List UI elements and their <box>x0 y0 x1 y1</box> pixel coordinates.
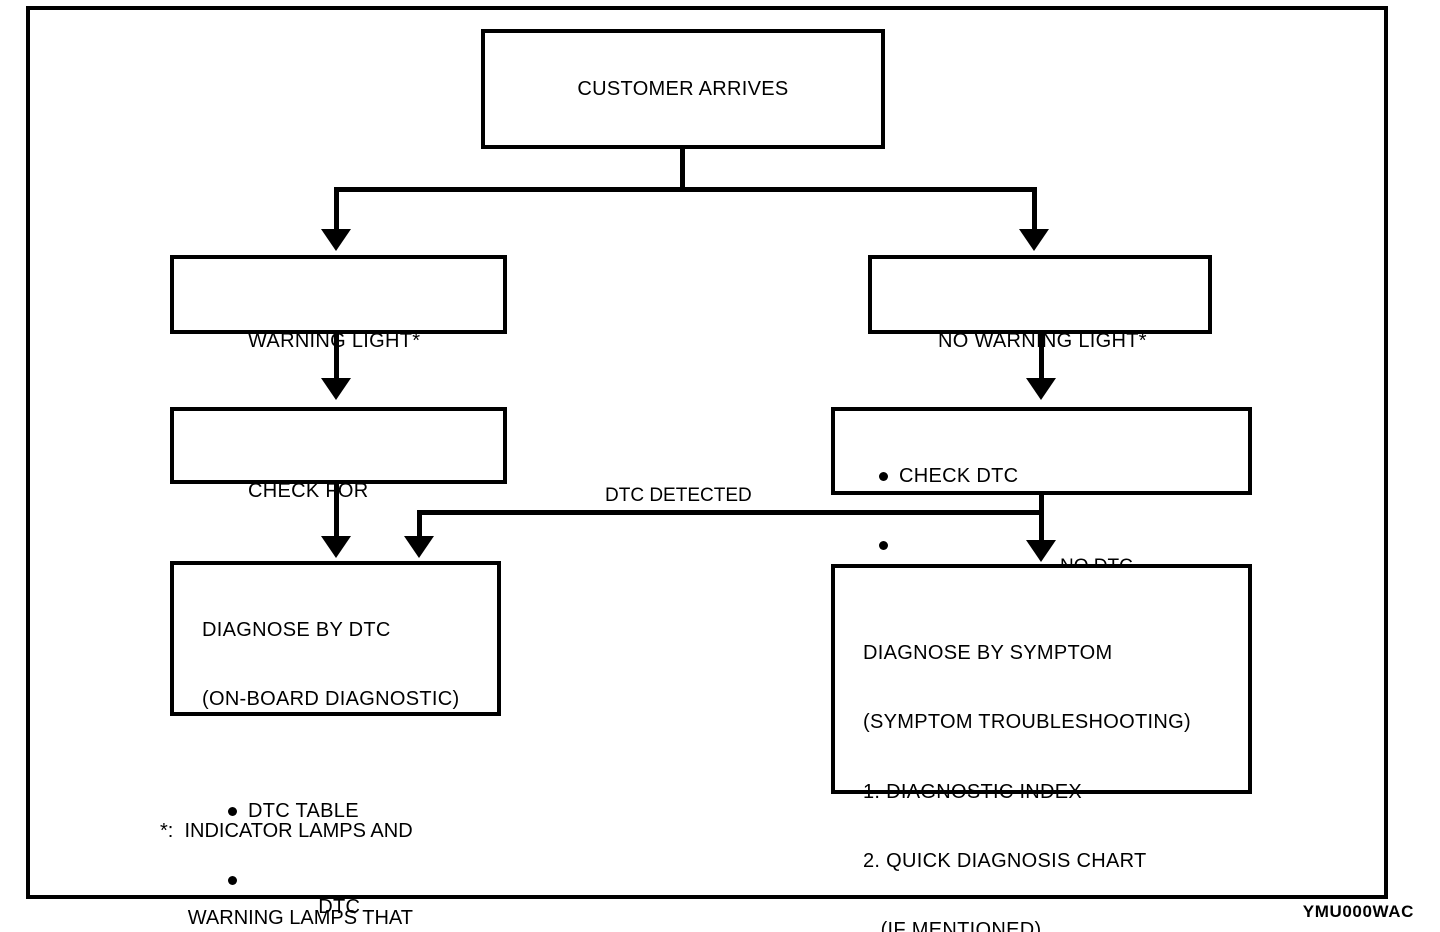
node-diagnose-by-symptom-line1: DIAGNOSE BY SYMPTOM <box>863 642 1113 665</box>
node-diagnose-by-symptom-item-2: 2. QUICK DIAGNOSIS CHART <box>863 849 1147 872</box>
node-warning-light: WARNING LIGHT* ON/FLASHING <box>170 255 507 431</box>
arrowhead-to-diagnose-by-dtc-right <box>404 536 434 558</box>
node-customer-arrives-label: CUSTOMER ARRIVES <box>577 77 789 100</box>
node-diagnose-by-dtc-bullet-1: DTC TABLE <box>222 798 459 825</box>
connector-nodtc-drop <box>1039 510 1044 546</box>
arrowhead-to-diagnose-by-symptom <box>1026 540 1056 562</box>
connector-nowarning-to-checkdtc <box>1039 334 1044 382</box>
arrowhead-to-warning-light <box>321 229 351 251</box>
node-check-dtc-bullet-1: CHECK DTC <box>873 463 1221 490</box>
connector-split-bar <box>334 187 1037 192</box>
arrowhead-to-check-dtc <box>1026 378 1056 400</box>
connector-dtcdetected-horizontal <box>417 510 1044 515</box>
connector-warning-to-check <box>334 334 339 382</box>
connector-checkprior-to-diagnosedtc <box>334 484 339 540</box>
node-diagnose-by-dtc-line2: (ON-BOARD DIAGNOSTIC) <box>202 688 460 711</box>
node-diagnose-by-dtc-bullet-2-label: DTC <box>318 896 361 919</box>
node-diagnose-by-symptom-line2: (SYMPTOM TROUBLESHOOTING) <box>863 711 1191 734</box>
node-diagnose-by-dtc-bullet-2: DTC TROUBLESHOOTING FLOW <box>222 867 459 932</box>
node-diagnose-by-dtc-line1: DIAGNOSE BY DTC <box>202 619 391 642</box>
arrowhead-to-check-prioritized <box>321 378 351 400</box>
arrowhead-to-no-warning-light <box>1019 229 1049 251</box>
connector-right-drop <box>1032 187 1037 235</box>
connector-start-stem <box>680 149 685 189</box>
footnote: *: INDICATOR LAMPS AND WARNING LAMPS THA… <box>160 759 443 932</box>
node-diagnose-by-symptom: DIAGNOSE BY SYMPTOM (SYMPTOM TROUBLESHOO… <box>831 564 1252 932</box>
node-customer-arrives: CUSTOMER ARRIVES <box>481 29 885 149</box>
node-check-prioritized-dtc: CHECK FOR PRIORITIZED DTC <box>170 407 507 581</box>
footnote-line-2: WARNING LAMPS THAT <box>160 907 413 929</box>
node-no-warning-light-line1: NO WARNING LIGHT* <box>938 329 1147 352</box>
node-check-dtc: CHECK DTC IGNITION ON TEST, IDLING TEST <box>831 407 1252 637</box>
connector-left-drop <box>334 187 339 235</box>
node-no-warning-light: NO WARNING LIGHT* WITH SYMPTOM <box>868 255 1212 431</box>
reference-code: YMU000WAC <box>1302 902 1414 921</box>
node-diagnose-by-dtc: DIAGNOSE BY DTC (ON-BOARD DIAGNOSTIC) DT… <box>170 561 501 918</box>
node-warning-light-line1: WARNING LIGHT* <box>248 329 421 352</box>
diagram-frame: CUSTOMER ARRIVES WARNING LIGHT* ON/FLASH… <box>26 6 1388 932</box>
connector-dtcdetected-stub <box>1039 495 1044 514</box>
edge-label-dtc-detected: DTC DETECTED <box>605 485 752 506</box>
arrowhead-to-diagnose-by-dtc-left <box>321 536 351 558</box>
node-diagnose-by-symptom-item-1: 1. DIAGNOSTIC INDEX <box>863 780 1083 803</box>
node-diagnose-by-symptom-item-2-cont: (IF MENTIONED) <box>863 919 1042 932</box>
connector-dtcdetected-drop <box>417 510 422 540</box>
footnote-line-1: *: INDICATOR LAMPS AND <box>160 820 413 842</box>
